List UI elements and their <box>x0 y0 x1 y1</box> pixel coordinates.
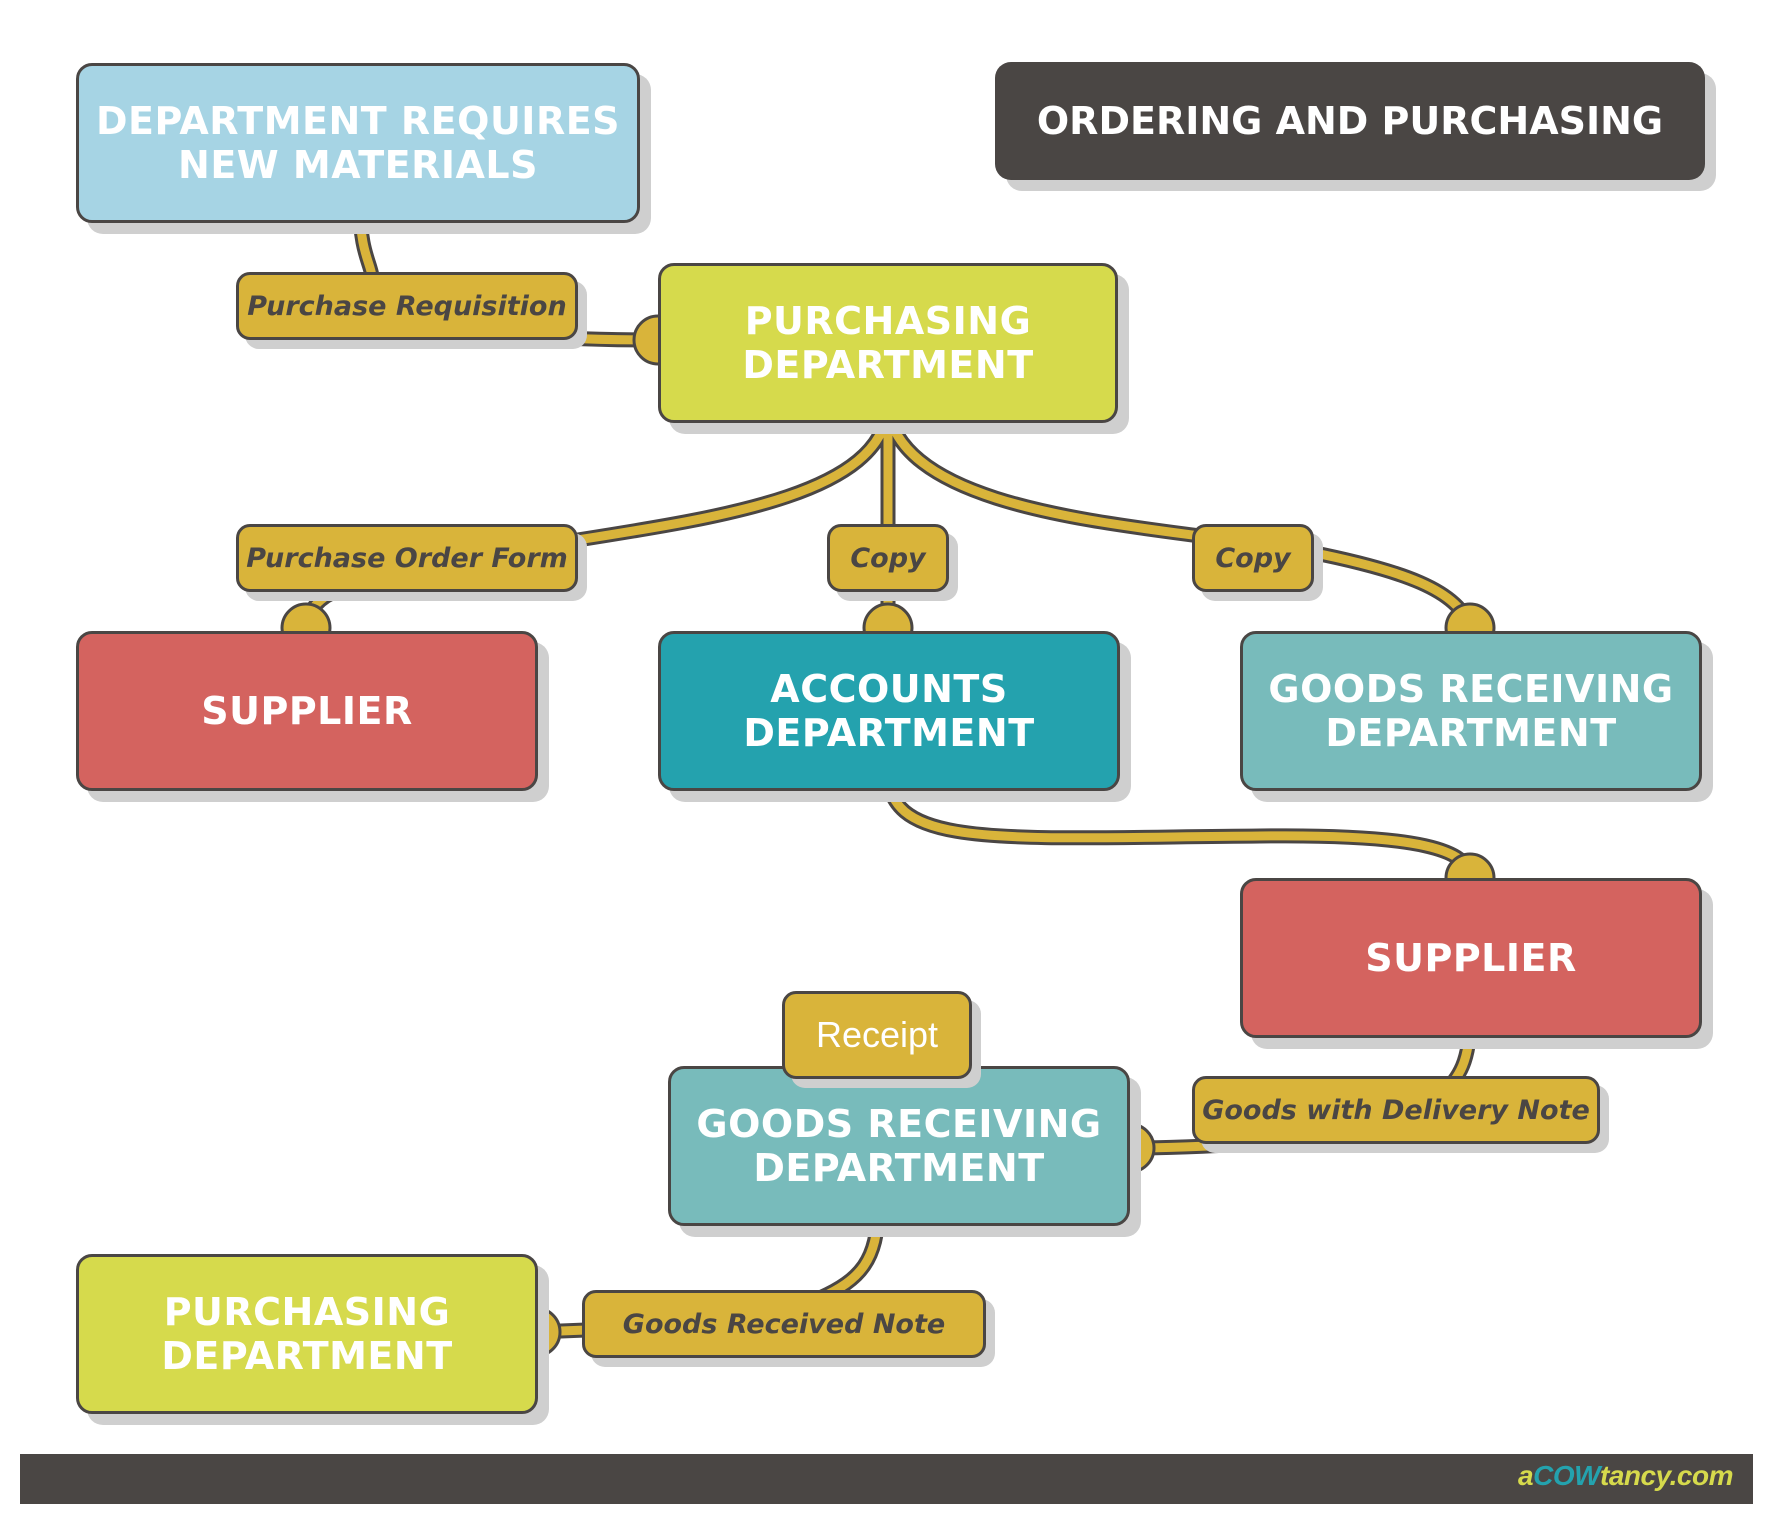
wire-copy-to-goods-receiving-outline <box>1302 544 1478 636</box>
label-goods-received-note: Goods Received Note <box>582 1290 986 1358</box>
node-purchasing-department-top: PURCHASING DEPARTMENT <box>658 263 1118 423</box>
label-purchase-order-form: Purchase Order Form <box>236 524 578 592</box>
brand-part-tancy: tancy.com <box>1600 1460 1733 1491</box>
brand-part-cow: COW <box>1533 1460 1601 1491</box>
label-copy-goods-receiving: Copy <box>1192 524 1314 592</box>
node-department-requires-materials: DEPARTMENT REQUIRES NEW MATERIALS <box>76 63 640 223</box>
label-goods-with-delivery-note: Goods with Delivery Note <box>1192 1076 1600 1144</box>
node-goods-receiving-department-bottom: GOODS RECEIVING DEPARTMENT <box>668 1066 1130 1226</box>
label-copy-accounts: Copy <box>827 524 949 592</box>
node-purchasing-department-bottom: PURCHASING DEPARTMENT <box>76 1254 538 1414</box>
label-receipt: Receipt <box>782 991 972 1079</box>
wire-purchasing-to-copy-goods <box>883 403 1205 541</box>
node-supplier-top: SUPPLIER <box>76 631 538 791</box>
node-goods-receiving-department-top: GOODS RECEIVING DEPARTMENT <box>1240 631 1702 791</box>
brand-part-a: a <box>1518 1460 1534 1491</box>
label-purchase-requisition: Purchase Requisition <box>236 272 578 340</box>
wire-accounts-to-supplier <box>883 767 1475 883</box>
footer-bar: aCOWtancy.com <box>20 1454 1753 1504</box>
node-accounts-department: ACCOUNTS DEPARTMENT <box>658 631 1120 791</box>
node-supplier-bottom: SUPPLIER <box>1240 878 1702 1038</box>
wire-purchasing-to-order-form <box>535 403 893 551</box>
brand-logo: aCOWtancy.com <box>1518 1460 1733 1492</box>
diagram-title: ORDERING AND PURCHASING <box>995 62 1705 180</box>
